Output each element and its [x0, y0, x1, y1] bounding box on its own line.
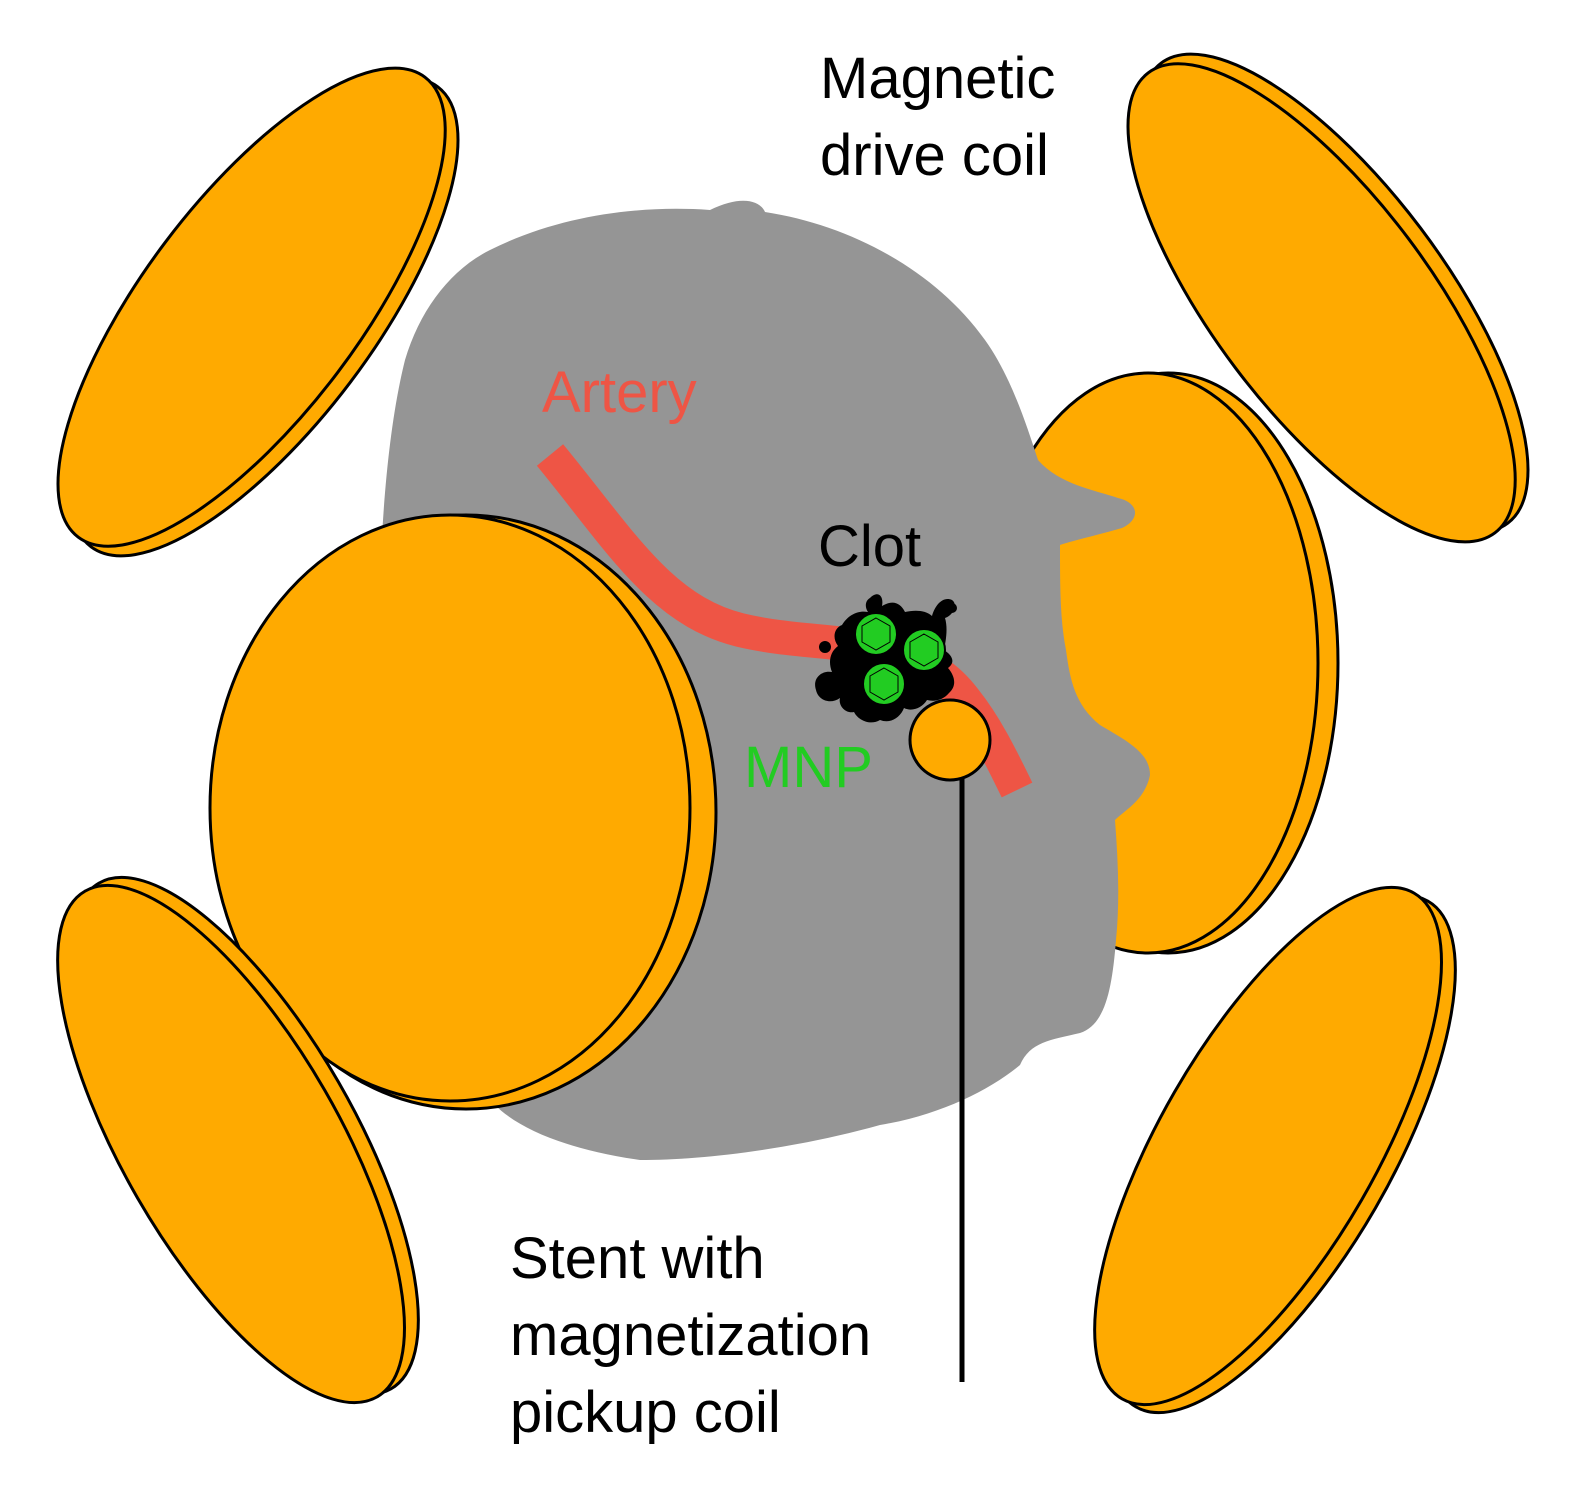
- bottom-left-drive-coil: [56, 875, 420, 1405]
- nanoparticle-icon: [902, 628, 946, 672]
- nanoparticle-icon: [854, 612, 898, 656]
- left-drive-coil: [208, 513, 718, 1111]
- drive-coil-label-line2: drive coil: [820, 123, 1049, 188]
- stent-pickup-coil: [908, 698, 992, 1382]
- nanoparticle-group: [854, 612, 946, 706]
- drive-coil-label-line1: Magnetic: [820, 46, 1055, 111]
- top-right-drive-coil: [1126, 52, 1530, 544]
- clot-label: Clot: [818, 514, 921, 579]
- stent-label-line2: magnetization: [510, 1303, 871, 1368]
- bottom-right-drive-coil: [1093, 885, 1457, 1415]
- stent-label-line1: Stent with: [510, 1226, 765, 1291]
- nanoparticle-icon: [862, 662, 906, 706]
- mnp-label: MNP: [744, 735, 873, 800]
- stent-label-line3: pickup coil: [510, 1380, 781, 1445]
- blood-clot: [815, 594, 957, 723]
- top-left-drive-coil: [56, 66, 460, 558]
- artery-label: Artery: [542, 360, 697, 425]
